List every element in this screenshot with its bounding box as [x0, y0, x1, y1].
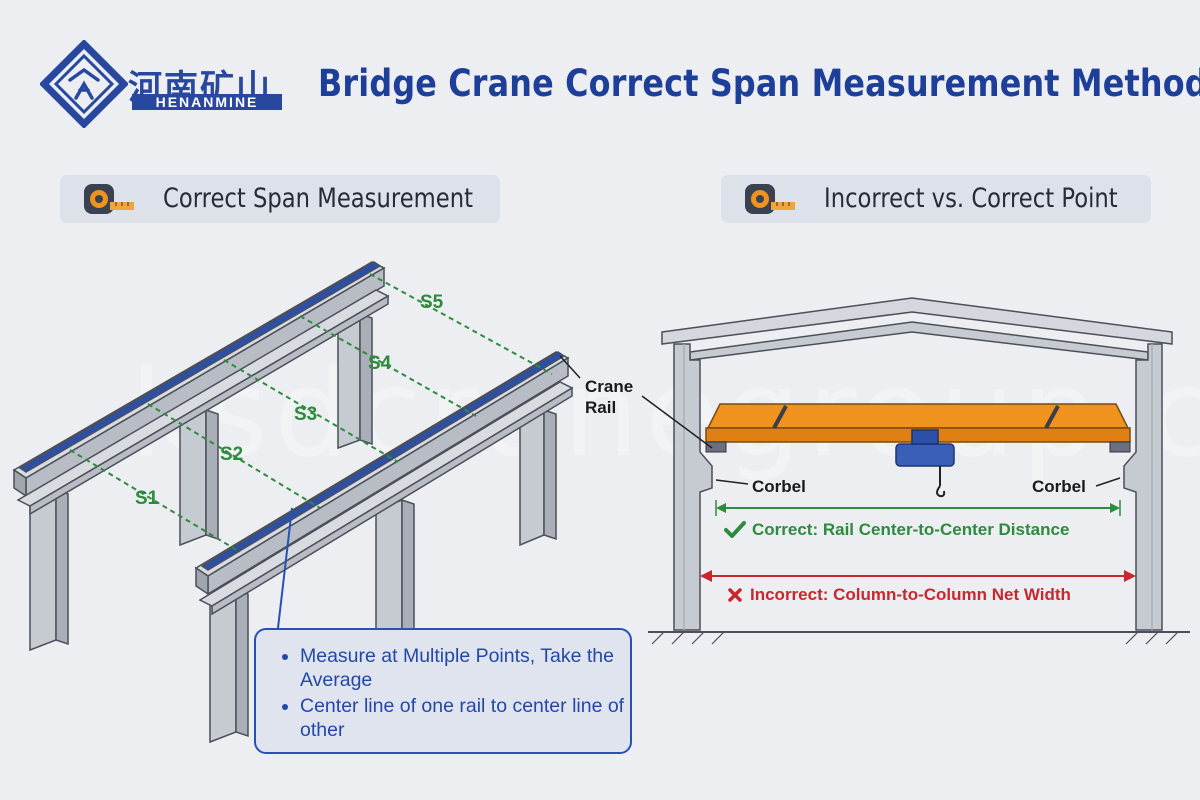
building-cross-section-diagram: [641, 297, 1190, 645]
crane-rail-label: Crane Rail: [585, 377, 634, 417]
check-icon: [724, 521, 746, 538]
left-section-title: Correct Span Measurement: [163, 183, 473, 214]
henanmine-logo-icon: [40, 40, 128, 128]
note-item: Center line of one rail to center line o…: [300, 694, 630, 742]
correct-dimension-label: Correct: Rail Center-to-Center Distance: [724, 520, 1069, 540]
left-section-header: Correct Span Measurement: [60, 175, 500, 223]
runway-beams-diagram: [12, 261, 581, 744]
corbel-label-left: Corbel: [752, 477, 806, 496]
measurement-notes-box: Measure at Multiple Points, Take the Ave…: [254, 628, 632, 754]
cross-icon: [728, 588, 742, 602]
span-label-s5: S5: [420, 292, 444, 313]
tape-measure-icon: [84, 184, 134, 214]
span-label-s2: S2: [220, 444, 244, 465]
note-item: Measure at Multiple Points, Take the Ave…: [300, 644, 630, 692]
incorrect-dimension-label: Incorrect: Column-to-Column Net Width: [727, 585, 1071, 605]
span-label-s3: S3: [294, 404, 318, 425]
tape-measure-icon: [745, 184, 795, 214]
right-section-title: Incorrect vs. Correct Point: [824, 183, 1118, 214]
logo-english-text: HENANMINE: [132, 94, 282, 110]
span-label-s1: S1: [135, 488, 159, 509]
page-title: Bridge Crane Correct Span Measurement Me…: [318, 62, 1200, 105]
corbel-label-right: Corbel: [1032, 477, 1086, 496]
span-label-s4: S4: [368, 353, 392, 374]
right-section-header: Incorrect vs. Correct Point: [721, 175, 1151, 223]
